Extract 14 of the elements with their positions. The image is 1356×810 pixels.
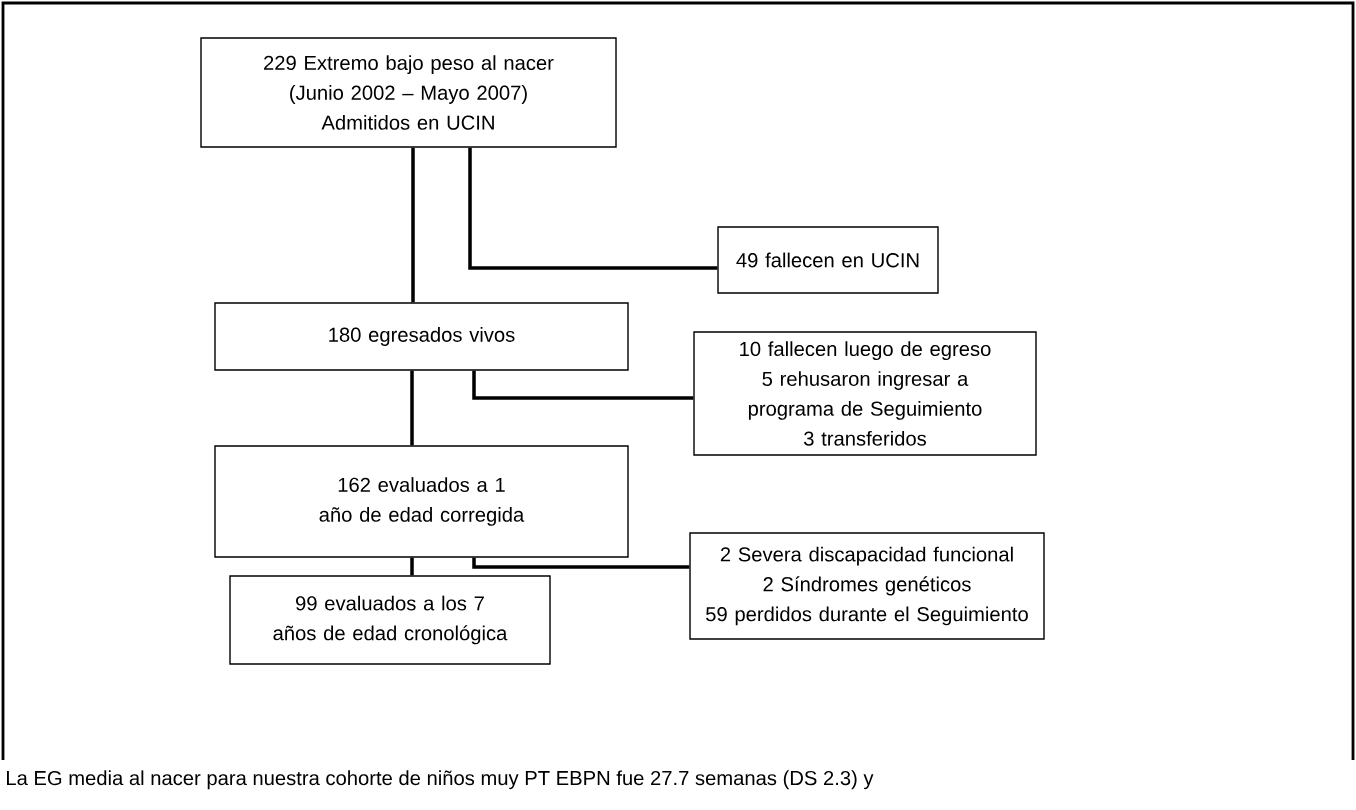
connector-line <box>472 370 694 400</box>
connector-line <box>411 147 415 303</box>
flow-box: 99 evaluados a los 7 años de edad cronológica <box>229 575 551 665</box>
connector-line <box>410 557 414 576</box>
flow-box: 180 egresados vivos <box>214 302 629 371</box>
connector-line <box>410 370 414 446</box>
flow-box: 49 fallecen en UCIN <box>717 226 939 294</box>
caption-text: La EG media al nacer para nuestra cohorte de niños muy PT EBPN fue 27.7 semanas (DS 2.3) y <box>7 770 874 790</box>
flow-box: 2 Severa discapacidad funcional 2 Síndromes genéticos 59 perdidos durante el Seguimiento <box>689 532 1045 640</box>
connector-line <box>472 557 690 569</box>
flow-box: 162 evaluados a 1 año de edad corregida <box>214 445 629 558</box>
connector-line <box>468 147 718 270</box>
flow-box: 229 Extremo bajo peso al nacer (Junio 2002 – Mayo 2007) Admitidos en UCIN <box>200 37 617 148</box>
flow-box: 10 fallecen luego de egreso 5 rehusaron ingresar a programa de Seguimiento 3 transferidos <box>693 331 1037 456</box>
